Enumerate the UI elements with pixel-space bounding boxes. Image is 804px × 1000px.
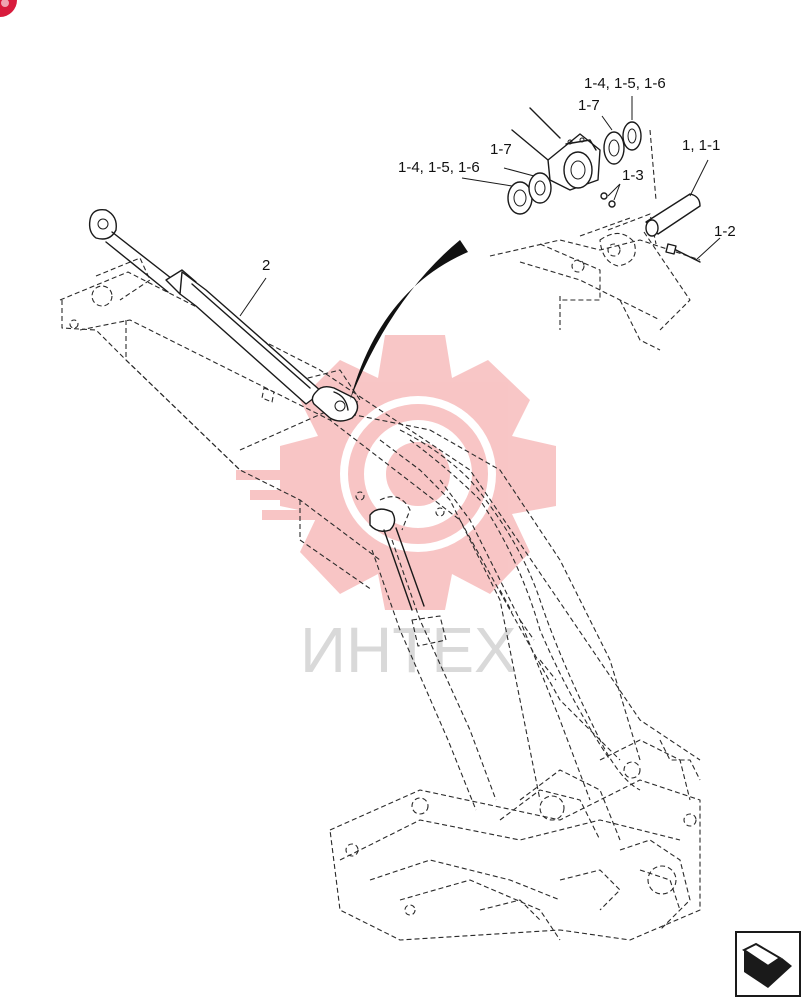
boom-cylinder bbox=[88, 209, 359, 422]
callout-labels: 1-4, 1-5, 1-6 1-7 1-7 1-4, 1-5, 1-6 1-3 … bbox=[262, 75, 736, 274]
callout-1-2: 1-2 bbox=[714, 223, 736, 240]
next-page-arrow-icon[interactable] bbox=[735, 931, 801, 997]
callout-1-7-left: 1-7 bbox=[490, 141, 512, 158]
base-frame bbox=[329, 739, 701, 941]
lower-cylinder bbox=[369, 496, 497, 811]
pin-detail-inset bbox=[489, 107, 701, 351]
callout-1-7-top: 1-7 bbox=[578, 97, 600, 114]
callout-1-3: 1-3 bbox=[622, 167, 644, 184]
callout-leaders bbox=[239, 96, 721, 317]
corner-badge bbox=[0, 0, 17, 17]
callout-2: 2 bbox=[262, 257, 270, 274]
callout-1-1-1: 1, 1-1 bbox=[682, 137, 720, 154]
callout-1-4-1-5-1-6-left: 1-4, 1-5, 1-6 bbox=[398, 159, 480, 176]
callout-1-4-1-5-1-6-top: 1-4, 1-5, 1-6 bbox=[584, 75, 666, 92]
detail-leader-swoosh bbox=[350, 240, 468, 400]
